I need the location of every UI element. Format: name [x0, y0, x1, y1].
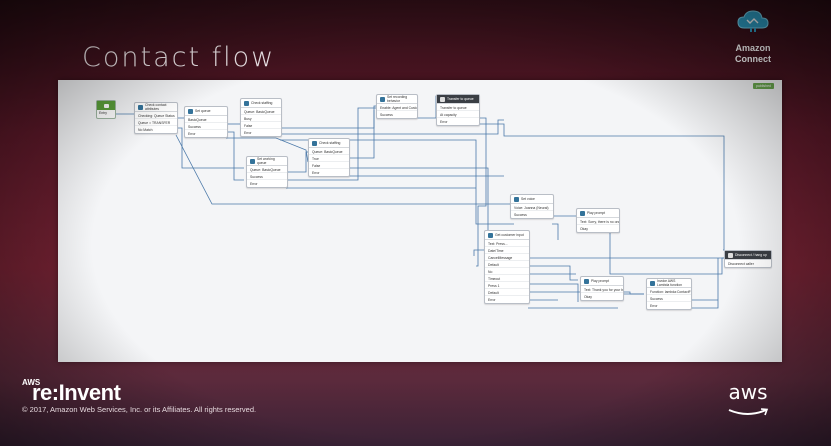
- aws-logo: aws: [726, 380, 770, 422]
- branch-icon: [138, 104, 143, 110]
- block-title: Set voice: [521, 197, 535, 201]
- block-title: Set working queue: [257, 157, 275, 165]
- block-row: Disconnect caller: [728, 262, 754, 266]
- block-row: Success: [247, 173, 287, 180]
- block-check-contact-attributes[interactable]: Check contact attributes Checking: Queue…: [134, 102, 178, 134]
- block-row: Checking: Queue Status: [135, 112, 177, 119]
- branch-icon: [244, 100, 249, 106]
- recording-icon: [380, 96, 385, 102]
- entry-point-block[interactable]: Entry: [96, 100, 116, 119]
- block-play-prompt-2[interactable]: Play prompt Text: Thank you for your bus…: [580, 276, 624, 301]
- slide-title: Contact flow: [82, 42, 276, 73]
- block-row: At capacity: [437, 111, 479, 118]
- block-row: Enable: Agent and Customer: [377, 104, 417, 111]
- block-row: Success: [514, 213, 527, 217]
- block-row: No: [485, 268, 529, 275]
- block-row: Default: [485, 261, 529, 268]
- block-row: Text: Sorry, there is no one available: [577, 218, 619, 225]
- block-title: Set recording behavior: [387, 95, 408, 103]
- block-row: Queue: BasicQueue: [309, 148, 349, 155]
- block-row: Function: lambda:ContactFunction: [647, 288, 691, 295]
- cloud-icon: [737, 10, 769, 32]
- block-row: Busy: [241, 115, 281, 122]
- block-row: False: [241, 122, 281, 129]
- block-title: Check contact attributes: [145, 103, 167, 111]
- block-row: Timeout: [485, 275, 529, 282]
- block-title: Disconnect / hang up: [735, 253, 767, 257]
- block-title: Invoke AWS Lambda function: [657, 279, 683, 287]
- block-row: Error: [244, 131, 252, 135]
- block-row: Transfer to queue: [437, 104, 479, 111]
- block-title: Get customer input: [495, 233, 524, 237]
- block-row: Error: [440, 120, 448, 124]
- hangup-icon: [728, 252, 733, 258]
- block-title: Check staffing: [319, 141, 341, 145]
- block-set-recording-behavior[interactable]: Set recording behavior Enable: Agent and…: [376, 94, 418, 119]
- queue-icon: [250, 158, 255, 164]
- block-row: Queue: BasicQueue: [247, 166, 287, 173]
- block-play-prompt[interactable]: Play prompt Text: Sorry, there is no one…: [576, 208, 620, 233]
- queue-icon: [188, 108, 193, 114]
- block-get-customer-input[interactable]: Get customer input Text: Press... Date/T…: [484, 230, 530, 304]
- transfer-icon: [440, 96, 445, 102]
- block-row: Press 1: [485, 282, 529, 289]
- block-row: Error: [650, 304, 658, 308]
- entry-label: Entry: [99, 111, 107, 115]
- block-invoke-lambda[interactable]: Invoke AWS Lambda function Function: lam…: [646, 278, 692, 310]
- block-title: Play prompt: [591, 279, 610, 283]
- block-row: Success: [380, 113, 393, 117]
- block-row: No Match: [138, 128, 153, 132]
- block-row: Error: [250, 182, 258, 186]
- block-row: Default: [485, 289, 529, 296]
- block-row: Queue: BasicQueue: [241, 108, 281, 115]
- block-row: Error: [312, 171, 320, 175]
- block-row: True: [309, 155, 349, 162]
- block-set-voice[interactable]: Set voice Voice: Joanna (Neural) Success: [510, 194, 554, 219]
- branch-icon: [312, 140, 317, 146]
- published-badge: published: [753, 83, 774, 89]
- copyright-notice: © 2017, Amazon Web Services, Inc. or its…: [22, 405, 257, 414]
- event-name: re:Invent: [32, 380, 121, 405]
- block-row: Okay: [580, 227, 588, 231]
- block-title: Play prompt: [587, 211, 606, 215]
- block-set-working-queue[interactable]: Set working queue Queue: BasicQueue Succ…: [246, 156, 288, 188]
- entry-icon: [97, 101, 115, 110]
- speaker-icon: [584, 278, 589, 284]
- block-title: Set queue: [195, 109, 211, 113]
- aws-logo-text: aws: [728, 380, 768, 404]
- block-title: Check staffing: [251, 101, 273, 105]
- amazon-connect-brand: Amazon Connect: [718, 8, 788, 65]
- smile-arrow-icon: [728, 408, 769, 416]
- brand-line-1: Amazon: [735, 43, 771, 53]
- block-row: BasicQueue: [185, 116, 227, 123]
- block-row: Success: [185, 123, 227, 130]
- block-row: Success: [647, 295, 691, 302]
- voice-icon: [514, 196, 519, 202]
- block-check-staffing-2[interactable]: Check staffing Queue: BasicQueue True Fa…: [308, 138, 350, 177]
- speaker-icon: [580, 210, 585, 216]
- block-row: Text: Thank you for your business: [581, 286, 623, 293]
- block-row: Text: Press...: [485, 240, 529, 247]
- block-row: Error: [488, 298, 496, 302]
- block-disconnect[interactable]: Disconnect / hang up Disconnect caller: [724, 250, 772, 268]
- block-row: Date/Time: [485, 247, 529, 254]
- event-prefix: AWS: [22, 378, 41, 387]
- block-set-queue[interactable]: Set queue BasicQueue Success Error: [184, 106, 228, 138]
- lambda-icon: [650, 280, 655, 286]
- flow-designer-canvas[interactable]: published Entry Check contact attributes…: [58, 80, 782, 362]
- block-title: Transfer to queue: [447, 97, 474, 101]
- block-row: CancelMessage: [485, 254, 529, 261]
- block-transfer-to-queue[interactable]: Transfer to queue Transfer to queue At c…: [436, 94, 480, 126]
- block-check-staffing[interactable]: Check staffing Queue: BasicQueue Busy Fa…: [240, 98, 282, 137]
- block-row: Okay: [584, 295, 592, 299]
- block-row: Error: [188, 132, 196, 136]
- keypad-icon: [488, 232, 493, 238]
- block-row: False: [309, 162, 349, 169]
- brand-line-2: Connect: [735, 54, 771, 64]
- block-row: Voice: Joanna (Neural): [511, 204, 553, 211]
- block-row: Queue = TRANSFER: [135, 119, 177, 126]
